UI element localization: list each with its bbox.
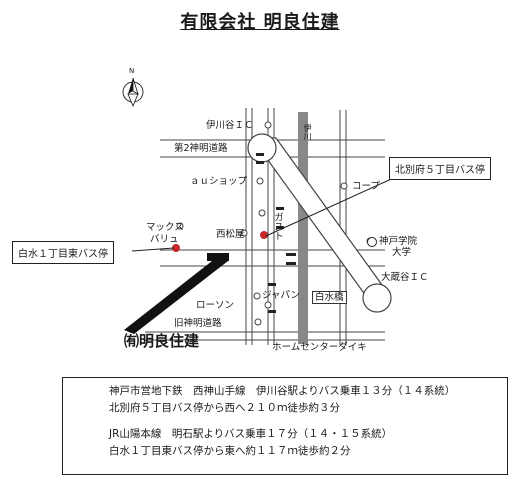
- au-shop-marker: [256, 177, 264, 185]
- label-max-valu-1: マックス: [146, 222, 184, 233]
- label-shiramizu-bashi: 白水橋: [312, 291, 347, 304]
- compass-icon: [122, 77, 144, 108]
- coop-marker: [340, 182, 348, 190]
- access-line-3: JR山陽本線 明石駅よりバス乗車１７分（１４・１５系統）: [109, 428, 393, 440]
- label-japan: ジャパン: [262, 290, 301, 301]
- label-coop: コープ: [352, 181, 380, 192]
- label-max-valu-2: バリュ: [150, 234, 179, 245]
- label-university-2: 大学: [392, 247, 412, 258]
- compass-n-label: N: [129, 67, 135, 75]
- university-icon: [367, 237, 377, 247]
- access-line-1: 神戸市営地下鉄 西神山手線 伊川谷駅よりバス乗車１３分（１４系統）: [109, 385, 456, 397]
- label-home-center: ホームセンターダイキ: [272, 342, 367, 353]
- gusto-marker: [258, 209, 266, 217]
- label-ikawadani-ic: 伊川谷ＩＣ: [206, 120, 254, 131]
- ikawadani-label-marker: [264, 121, 272, 129]
- label-gusto: ガスト: [272, 212, 283, 241]
- shiramizu-bus-stop-marker: [172, 244, 180, 252]
- nishimatsuya-marker: [240, 229, 248, 237]
- access-line-2: 北別府５丁目バス停から西へ２１０ｍ徒歩約３分: [109, 402, 340, 414]
- label-nishimatsuya: 西松屋: [216, 229, 245, 240]
- shiramizu-leader: [131, 247, 175, 252]
- label-route2: 第2神明道路: [174, 143, 228, 154]
- japan-marker: [253, 292, 261, 300]
- label-okura-ic: 大蔵谷ＩＣ: [381, 272, 429, 283]
- ikawadani-ic-circle: [247, 133, 277, 163]
- access-info-box: 神戸市営地下鉄 西神山手線 伊川谷駅よりバス乗車１３分（１４系統） 北別府５丁目…: [62, 377, 508, 475]
- company-location: [207, 253, 229, 261]
- company-mark: ㈲明良住建: [124, 332, 200, 350]
- lawson-marker: [264, 301, 272, 309]
- label-river: 伊川: [303, 124, 312, 140]
- kitabeppu-bus-stop-marker: [260, 231, 268, 239]
- callout-kitabeppu-bus-stop: 北別府５丁目バス停: [389, 157, 491, 180]
- kitabeppu-leader: [265, 174, 401, 237]
- label-university-1: 神戸学院: [379, 236, 418, 247]
- okura-ic-circle: [362, 283, 392, 313]
- label-lawson: ローソン: [196, 300, 235, 311]
- page-title: 有限会社 明良住建: [180, 12, 340, 33]
- label-old-route: 旧神明道路: [174, 318, 222, 329]
- label-au-shop: ａｕショップ: [190, 176, 248, 187]
- callout-shiramizu-bus-stop: 白水１丁目東バス停: [12, 241, 114, 264]
- river-band: [298, 112, 308, 344]
- old-route-marker: [254, 318, 262, 326]
- access-line-4: 白水１丁目東バス停から東へ約１１７ｍ徒歩約２分: [109, 445, 351, 457]
- max-valu-marker: [176, 222, 184, 230]
- company-pointer: [124, 261, 228, 334]
